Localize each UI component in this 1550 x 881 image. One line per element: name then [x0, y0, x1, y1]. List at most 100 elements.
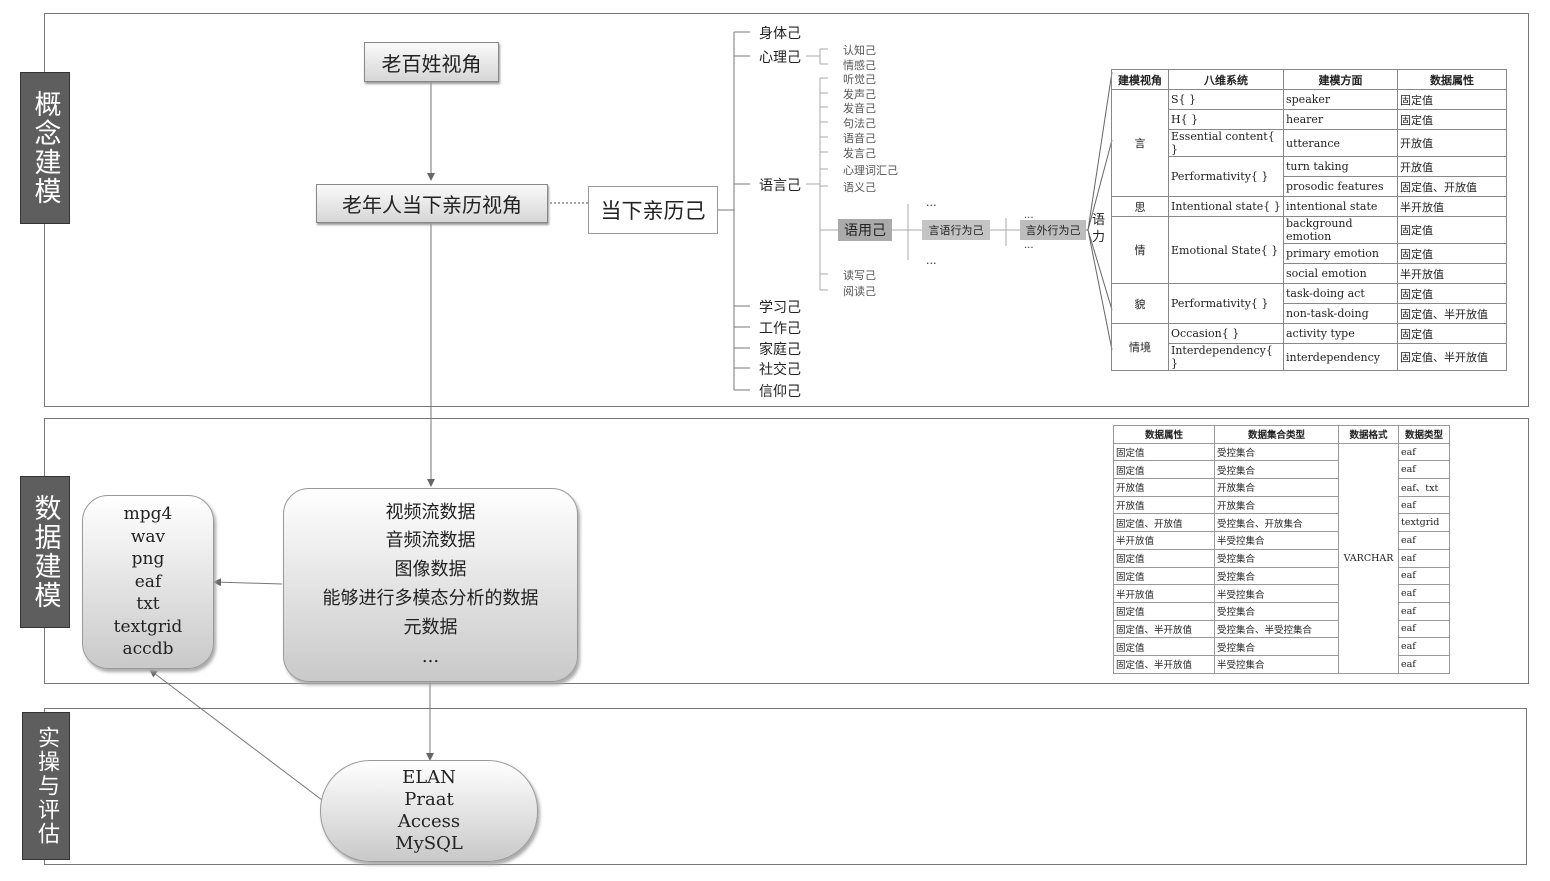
attr-cell: 固定值 — [1397, 283, 1507, 304]
col-header: 数据格式 — [1338, 425, 1399, 444]
file-formats-box: mpg4 wav png eaf txt textgrid accdb — [82, 495, 214, 669]
type-cell: eaf — [1398, 566, 1450, 586]
type-cell: eaf — [1398, 460, 1450, 480]
format-item: txt — [136, 594, 160, 615]
data-type-item: 元数据 — [403, 616, 458, 638]
type-cell: eaf — [1398, 637, 1450, 656]
attr-cell: 固定值 — [1113, 460, 1215, 480]
data-section-label: 数据建模 — [20, 476, 70, 628]
attr-cell: 固定值 — [1113, 548, 1215, 568]
practice-section-label: 实操与评估 — [22, 712, 70, 860]
attr-cell: 固定值 — [1397, 323, 1507, 344]
tree-lang-item: 发声己 — [843, 88, 876, 101]
tool-item: Access — [397, 811, 461, 832]
attr-cell: 固定值 — [1113, 566, 1215, 586]
set-cell: 受控集合、半受控集合 — [1214, 619, 1339, 639]
set-cell: 受控集合 — [1214, 637, 1339, 656]
sys-cell: Intentional state{ } — [1168, 196, 1284, 217]
attr-cell: 固定值、半开放值 — [1397, 343, 1507, 371]
type-cell: eaf — [1398, 654, 1450, 674]
aspect-cell: social emotion — [1283, 263, 1398, 284]
aspect-cell: utterance — [1283, 129, 1398, 157]
tree-lang-item: 发言己 — [843, 147, 876, 160]
data-types-box: 视频流数据 音频流数据 图像数据 能够进行多模态分析的数据 元数据 ... — [283, 488, 578, 682]
set-cell: 半受控集合 — [1214, 584, 1339, 603]
self-now-node: 当下亲历己 — [588, 186, 718, 234]
aspect-cell: activity type — [1283, 323, 1398, 344]
format-item: mpg4 — [123, 504, 173, 525]
col-header: 数据类型 — [1398, 425, 1450, 444]
data-type-item: 音频流数据 — [385, 530, 476, 552]
tree-lang-item: 句法己 — [843, 117, 876, 130]
attr-cell: 固定值、开放值 — [1113, 513, 1215, 533]
tree-mind-item: 情感己 — [843, 59, 876, 72]
attr-cell: 开放值 — [1397, 129, 1507, 157]
format-item: textgrid — [113, 616, 183, 637]
format-item: accdb — [122, 639, 174, 660]
type-cell: textgrid — [1398, 513, 1450, 533]
sys-cell: H{ } — [1168, 109, 1284, 130]
type-cell: eaf — [1398, 619, 1450, 639]
set-cell: 受控集合 — [1214, 548, 1339, 568]
set-cell: 开放集合 — [1214, 478, 1339, 497]
tree-lang-item: 语义己 — [843, 181, 876, 194]
tree-lang-item: 心理词汇己 — [843, 164, 898, 177]
force-label: 语力 — [1092, 213, 1106, 245]
view-cell: 思 — [1111, 196, 1169, 217]
view-cell: 情境 — [1111, 323, 1169, 371]
attr-cell: 固定值 — [1113, 442, 1215, 462]
tree-language: 语言己 — [759, 178, 801, 194]
aspect-cell: task-doing act — [1283, 283, 1398, 304]
attr-cell: 固定值 — [1113, 637, 1215, 656]
col-header: 数据集合类型 — [1214, 425, 1339, 444]
set-cell: 半受控集合 — [1214, 654, 1339, 674]
tree-family: 家庭己 — [759, 342, 801, 358]
tool-item: ELAN — [402, 767, 456, 789]
type-cell: eaf — [1398, 442, 1450, 462]
set-cell: 受控集合 — [1214, 566, 1339, 586]
tool-item: Praat — [404, 789, 454, 811]
aspect-cell: background emotion — [1283, 216, 1398, 244]
format-item: wav — [130, 526, 166, 547]
data-type-item: 能够进行多模态分析的数据 — [322, 588, 539, 609]
attr-cell: 半开放值 — [1397, 263, 1507, 284]
pragmatic-self-node: 语用己 — [838, 219, 892, 241]
view-cell: 貌 — [1111, 283, 1169, 324]
ellipsis: ... — [926, 254, 937, 267]
set-cell: 受控集合 — [1214, 460, 1339, 480]
tree-lang-item: 读写己 — [843, 269, 876, 282]
type-cell: eaf — [1398, 495, 1450, 515]
type-cell: eaf — [1398, 584, 1450, 603]
attr-cell: 固定值 — [1397, 216, 1507, 244]
attr-cell: 半开放值 — [1113, 531, 1215, 550]
sys-cell: Occasion{ } — [1168, 323, 1284, 344]
type-cell: eaf、txt — [1398, 478, 1450, 497]
data-type-item: 视频流数据 — [385, 501, 476, 523]
aspect-cell: interdependency — [1283, 343, 1398, 371]
elder-view-node: 老年人当下亲历视角 — [316, 184, 548, 223]
col-header: 数据属性 — [1397, 69, 1507, 90]
ellipsis: ... — [1024, 210, 1034, 221]
set-cell: 受控集合 — [1214, 442, 1339, 462]
attr-cell: 开放值 — [1113, 478, 1215, 497]
format-item: eaf — [134, 571, 162, 592]
format-cell: VARCHAR — [1338, 442, 1399, 674]
sys-cell: Emotional State{ } — [1168, 216, 1284, 284]
attr-cell: 固定值、半开放值 — [1113, 619, 1215, 639]
tools-box: ELAN Praat Access MySQL — [320, 760, 538, 862]
attr-cell: 固定值 — [1113, 601, 1215, 621]
aspect-cell: non-task-doing — [1283, 303, 1398, 324]
tree-lang-item: 发音己 — [843, 102, 876, 115]
tree-lang-item: 语音己 — [843, 132, 876, 145]
attr-cell: 开放值 — [1397, 156, 1507, 177]
data-type-item: ... — [421, 645, 440, 667]
tree-social: 社交己 — [759, 362, 801, 378]
tree-learning: 学习己 — [759, 300, 801, 316]
aspect-cell: turn taking — [1283, 156, 1398, 177]
tree-work: 工作己 — [759, 321, 801, 337]
format-item: png — [131, 549, 165, 570]
concept-section-label: 概念建模 — [20, 72, 70, 224]
sys-cell: Performativity{ } — [1168, 156, 1284, 197]
view-cell: 情 — [1111, 216, 1169, 284]
